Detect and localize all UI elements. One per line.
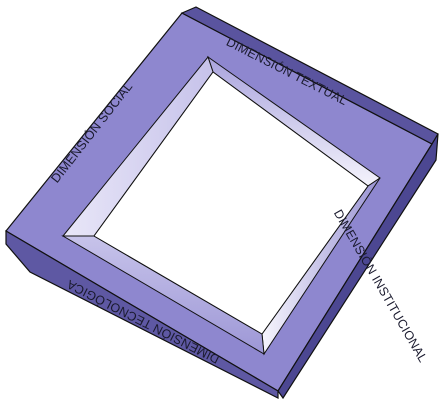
four-dimensions-frame-diagram: DIMENSIÓN TEXTUAL DIMENSIÓN SOCIAL DIMEN… [0,0,442,405]
